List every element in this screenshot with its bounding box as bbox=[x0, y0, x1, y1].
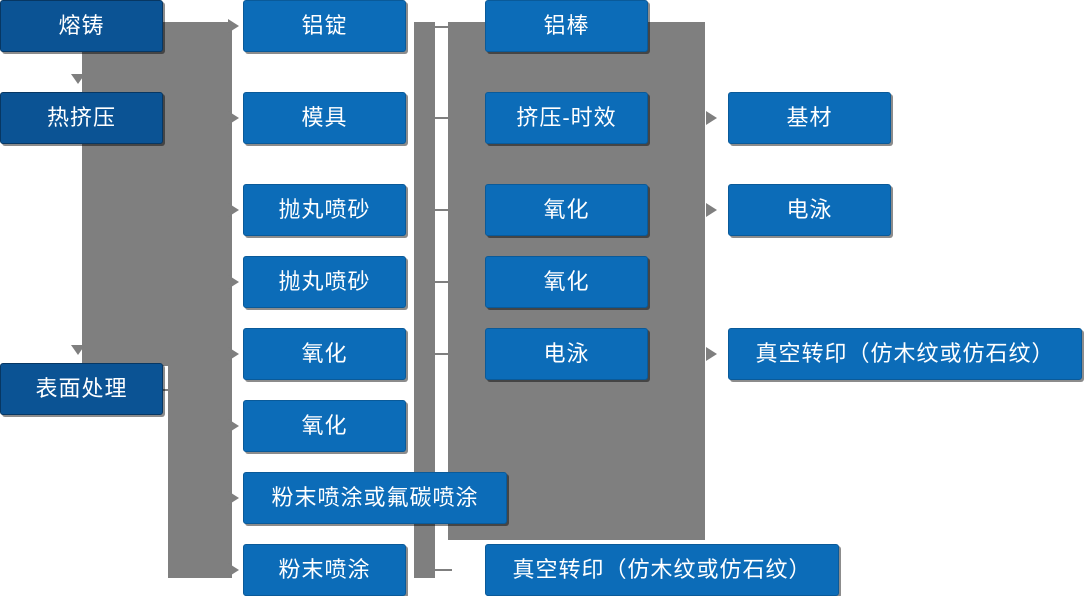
process-label-col2-4: 抛丸喷砂 bbox=[278, 268, 371, 294]
process-box-col4-base-material[interactable]: 基材 bbox=[728, 92, 891, 144]
process-label-col3-3: 氧化 bbox=[543, 196, 590, 222]
arrow-down-melt-to-extrusion bbox=[71, 74, 85, 84]
stage-label-melt-cast: 熔铸 bbox=[58, 12, 105, 38]
process-label-col3-1: 铝棒 bbox=[543, 12, 590, 38]
process-box-col2-mold[interactable]: 模具 bbox=[243, 92, 406, 144]
arrow-down-extrusion-to-surface bbox=[71, 345, 85, 355]
process-label-col2-2: 模具 bbox=[301, 104, 348, 130]
stage-box-hot-extrusion[interactable]: 热挤压 bbox=[0, 92, 163, 144]
connector-bus-middle-narrow bbox=[414, 22, 435, 578]
process-box-col4-electrophoresis[interactable]: 电泳 bbox=[728, 184, 891, 236]
process-box-col4-vacuum-transfer[interactable]: 真空转印（仿木纹或仿石纹） bbox=[728, 328, 1082, 380]
arrow-to-col4-2 bbox=[706, 203, 717, 217]
connector-rung-5 bbox=[434, 353, 452, 355]
process-label-col3-4: 氧化 bbox=[543, 268, 590, 294]
process-label-col3-5: 电泳 bbox=[543, 340, 590, 366]
process-label-col3-6: 真空转印（仿木纹或仿石纹） bbox=[512, 556, 812, 582]
stage-box-surface-treatment[interactable]: 表面处理 bbox=[0, 363, 163, 415]
process-box-col3-oxidation-1[interactable]: 氧化 bbox=[485, 184, 648, 236]
process-box-col2-oxidation-1[interactable]: 氧化 bbox=[243, 328, 406, 380]
process-label-col2-3: 抛丸喷砂 bbox=[278, 196, 371, 222]
process-box-col2-shot-blast-2[interactable]: 抛丸喷砂 bbox=[243, 256, 406, 308]
connector-rung-3 bbox=[434, 209, 452, 211]
arrow-to-col2-7 bbox=[228, 491, 239, 505]
process-box-col2-powder-coating[interactable]: 粉末喷涂 bbox=[243, 544, 406, 596]
process-box-col2-oxidation-2[interactable]: 氧化 bbox=[243, 400, 406, 452]
connector-rung-6 bbox=[434, 569, 452, 571]
arrow-to-col4-3 bbox=[706, 347, 717, 361]
process-label-col4-1: 基材 bbox=[786, 104, 833, 130]
process-label-col2-7: 粉末喷涂或氟碳喷涂 bbox=[271, 484, 479, 510]
arrow-to-col2-8 bbox=[228, 563, 239, 577]
arrow-to-col2-6 bbox=[228, 419, 239, 433]
arrow-to-col2-4 bbox=[228, 275, 239, 289]
connector-line-surface-treatment bbox=[163, 389, 193, 391]
arrow-to-col4-1 bbox=[706, 111, 717, 125]
process-label-col4-2: 电泳 bbox=[786, 196, 833, 222]
connector-rung-2 bbox=[434, 117, 452, 119]
process-label-col2-1: 铝锭 bbox=[301, 12, 348, 38]
process-label-col2-8: 粉末喷涂 bbox=[278, 556, 371, 582]
arrow-to-col2-1 bbox=[228, 19, 239, 33]
process-box-col3-extrusion-aging[interactable]: 挤压-时效 bbox=[485, 92, 648, 144]
stage-box-melt-cast[interactable]: 熔铸 bbox=[0, 0, 163, 52]
connector-bus-left-narrow bbox=[168, 22, 232, 578]
process-box-col3-oxidation-2[interactable]: 氧化 bbox=[485, 256, 648, 308]
arrow-to-col2-5 bbox=[228, 347, 239, 361]
connector-rung-1 bbox=[434, 26, 452, 28]
process-box-col2-powder-or-fluorocarbon[interactable]: 粉末喷涂或氟碳喷涂 bbox=[243, 472, 507, 524]
arrow-to-col2-2 bbox=[228, 111, 239, 125]
process-box-col2-aluminum-ingot[interactable]: 铝锭 bbox=[243, 0, 406, 52]
process-label-col3-2: 挤压-时效 bbox=[516, 104, 617, 130]
process-box-col3-aluminum-bar[interactable]: 铝棒 bbox=[485, 0, 648, 52]
process-box-col3-electrophoresis[interactable]: 电泳 bbox=[485, 328, 648, 380]
arrow-to-col2-3 bbox=[228, 203, 239, 217]
process-label-col2-6: 氧化 bbox=[301, 412, 348, 438]
process-label-col4-3: 真空转印（仿木纹或仿石纹） bbox=[755, 340, 1055, 366]
stage-label-surface-treatment: 表面处理 bbox=[35, 375, 128, 401]
process-box-col2-shot-blast-1[interactable]: 抛丸喷砂 bbox=[243, 184, 406, 236]
connector-rung-4 bbox=[434, 281, 452, 283]
stage-label-hot-extrusion: 热挤压 bbox=[46, 104, 116, 130]
process-box-col3-vacuum-transfer[interactable]: 真空转印（仿木纹或仿石纹） bbox=[485, 544, 839, 596]
process-label-col2-5: 氧化 bbox=[301, 340, 348, 366]
